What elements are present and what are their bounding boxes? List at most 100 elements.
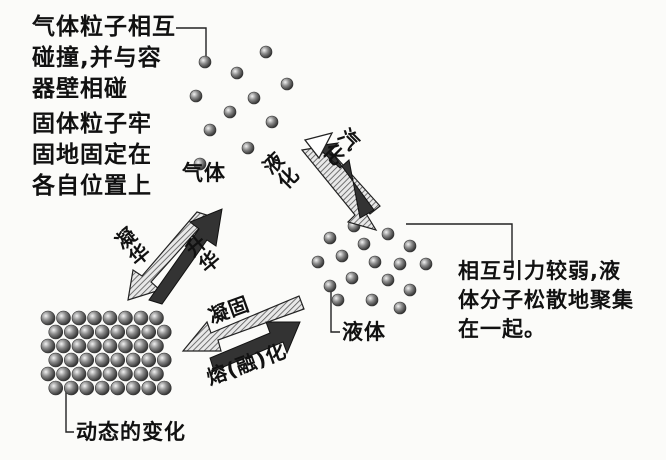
- solid-particle: [156, 352, 172, 368]
- gas-particle: [280, 77, 294, 91]
- liquid-note-line: 相互引力较弱,液: [458, 259, 621, 283]
- gas-particle: [265, 115, 279, 129]
- liquid-particle: [365, 293, 379, 307]
- solid-particle: [48, 380, 64, 396]
- solid-particle: [110, 352, 126, 368]
- solid-note-line: 固体粒子牢: [32, 111, 152, 137]
- liquid-particle: [381, 273, 395, 287]
- solid-note: 固体粒子牢 固地固定在 各自位置上: [32, 113, 152, 206]
- liquid-particle: [345, 271, 359, 285]
- solid-particle: [102, 338, 118, 354]
- solid-particle: [79, 380, 95, 396]
- solid-particle: [125, 380, 141, 396]
- gas-note: 气体粒子相互 碰撞,并与容 器壁相碰: [32, 16, 176, 109]
- arrow-liquefy: [303, 132, 375, 219]
- liquid-particle: [331, 293, 345, 307]
- solid-particle: [156, 324, 172, 340]
- solid-particle: [141, 324, 157, 340]
- liquid-particle: [393, 301, 407, 315]
- solid-particle: [149, 310, 164, 326]
- gas-particle: [223, 105, 237, 119]
- solid-particle: [110, 380, 126, 396]
- solid-particle: [125, 324, 141, 340]
- liquid-particle: [403, 283, 417, 297]
- solid-particle: [71, 310, 87, 326]
- gas-particle: [241, 141, 255, 155]
- liquid-label: 液体: [342, 320, 386, 344]
- gas-particle: [189, 89, 203, 103]
- gas-note-line: 器壁相碰: [32, 76, 128, 102]
- solid-particle: [71, 366, 87, 382]
- solid-particle: [149, 338, 164, 354]
- solid-particle: [48, 352, 64, 368]
- solid-particle: [56, 366, 71, 382]
- solid-particle: [63, 352, 79, 368]
- liquid-particle: [381, 227, 395, 241]
- arrow-solidify: [181, 295, 305, 352]
- dynamic-label-leader: [65, 384, 74, 433]
- solid-particle: [94, 324, 110, 340]
- gas-note-line: 气体粒子相互: [32, 14, 176, 40]
- leader-lines: [65, 27, 513, 433]
- solid-particle: [87, 366, 102, 382]
- liquid-note-line: 体分子松散地聚集: [458, 288, 634, 312]
- solid-particle: [118, 310, 133, 326]
- gas-particle: [203, 123, 217, 137]
- solid-particle: [48, 324, 64, 340]
- solid-particle: [133, 338, 149, 354]
- liquid-note: 相互引力较弱,液 体分子松散地聚集 在一起。: [458, 261, 634, 348]
- liquid-particle: [323, 279, 337, 293]
- liquid-particle: [403, 239, 417, 253]
- solid-particle: [56, 338, 71, 354]
- solid-particle: [102, 310, 118, 326]
- solid-note-line: 固地固定在: [32, 142, 152, 168]
- liquid-particle: [368, 255, 382, 269]
- solid-particle: [40, 366, 56, 382]
- liquid-particle: [335, 249, 349, 263]
- solid-particle: [63, 324, 79, 340]
- liquid-note-line: 在一起。: [458, 317, 546, 341]
- solid-particle: [133, 366, 149, 382]
- liquid-label-leader: [330, 286, 340, 333]
- gas-particle: [193, 157, 207, 171]
- solid-particle: [87, 338, 102, 354]
- gas-particles: [189, 45, 294, 171]
- solid-particle: [156, 380, 172, 396]
- solid-particle: [118, 366, 133, 382]
- gas-particle: [230, 66, 244, 80]
- solid-particle: [40, 310, 56, 326]
- solid-particle: [87, 310, 102, 326]
- gas-particle: [198, 55, 212, 69]
- solid-particle: [110, 324, 126, 340]
- gas-particle: [247, 91, 261, 105]
- solid-particle: [149, 366, 164, 382]
- solid-particle: [71, 338, 87, 354]
- solid-particle: [40, 338, 56, 354]
- gas-note-line: 碰撞,并与容: [32, 45, 162, 71]
- liquid-particle: [419, 257, 433, 271]
- solid-particle: [141, 352, 157, 368]
- solid-note-line: 各自位置上: [32, 173, 152, 199]
- solid-particle: [94, 352, 110, 368]
- solid-particle: [63, 380, 79, 396]
- gas-note-leader: [176, 27, 207, 58]
- dynamic-label: 动态的变化: [76, 420, 186, 444]
- arrow-melt: [209, 321, 301, 372]
- gas-particle: [259, 45, 273, 59]
- liquid-particle: [357, 237, 371, 251]
- solid-particle: [102, 366, 118, 382]
- liquid-particle: [393, 257, 407, 271]
- liquid-particle: [311, 255, 325, 269]
- solid-particle: [56, 310, 71, 326]
- arrow-sublimate: [148, 208, 223, 305]
- liquid-particle: [323, 231, 337, 245]
- solid-particle: [141, 380, 157, 396]
- liquid-note-leader: [406, 223, 513, 268]
- liquid-particles: [311, 219, 433, 315]
- solid-particle: [125, 352, 141, 368]
- gas-label: 气体: [182, 161, 226, 185]
- solid-particle: [94, 380, 110, 396]
- solid-particle: [79, 324, 95, 340]
